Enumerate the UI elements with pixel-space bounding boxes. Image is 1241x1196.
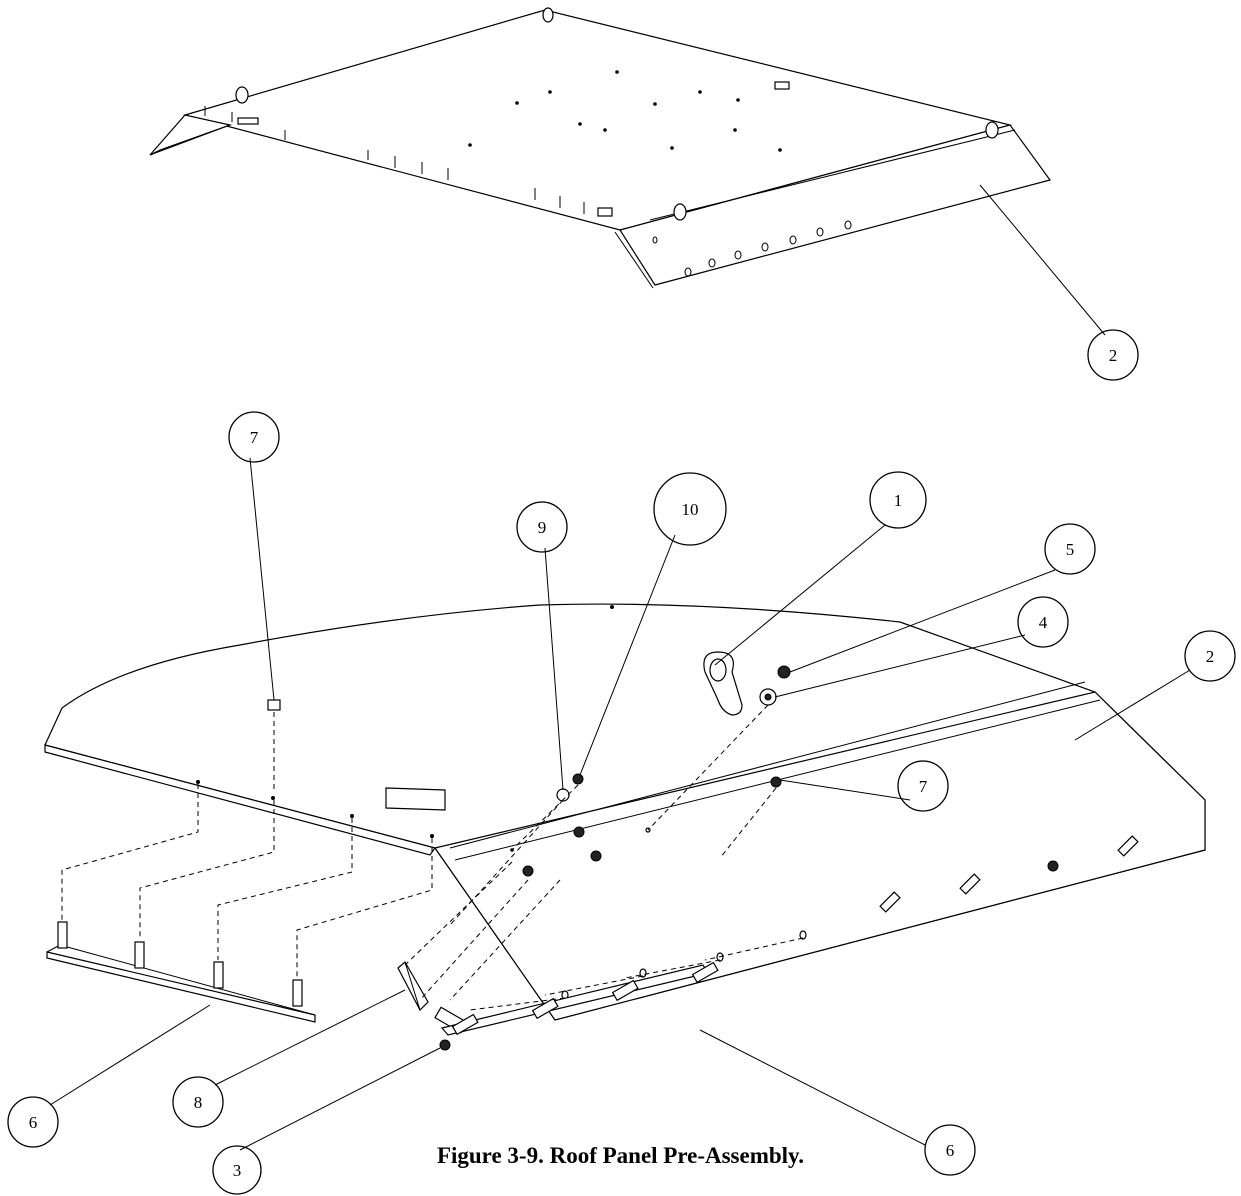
callout-3: 3 bbox=[212, 1145, 262, 1195]
callout-7-right: 7 bbox=[897, 760, 949, 812]
callout-1: 1 bbox=[869, 471, 927, 529]
callout-8: 8 bbox=[172, 1076, 224, 1128]
callout-2-right-label: 2 bbox=[1206, 647, 1215, 666]
callout-10: 10 bbox=[653, 472, 727, 546]
callout-1-label: 1 bbox=[894, 491, 903, 510]
callout-4: 4 bbox=[1017, 596, 1069, 648]
callout-6-left-label: 6 bbox=[29, 1113, 38, 1132]
callout-2-right: 2 bbox=[1184, 630, 1236, 682]
callout-9-label: 9 bbox=[538, 518, 547, 537]
callout-8-label: 8 bbox=[194, 1093, 203, 1112]
assembled-roof-panel bbox=[149, 7, 1106, 336]
leader-lines bbox=[49, 457, 1191, 1151]
exploded-roof-panel bbox=[44, 603, 1206, 1051]
callout-2-top-label: 2 bbox=[1109, 346, 1118, 365]
callout-7-right-label: 7 bbox=[919, 777, 928, 796]
callout-6-bottom: 6 bbox=[924, 1124, 976, 1176]
callout-7-left: 7 bbox=[228, 411, 280, 463]
callout-5: 5 bbox=[1044, 523, 1096, 575]
callout-10-label: 10 bbox=[682, 500, 699, 519]
figure-caption: Figure 3-9. Roof Panel Pre-Assembly. bbox=[436, 1143, 805, 1168]
callout-7-left-label: 7 bbox=[250, 428, 259, 447]
callout-9: 9 bbox=[516, 501, 568, 553]
callout-6-left: 6 bbox=[7, 1096, 59, 1148]
callout-2-top: 2 bbox=[1087, 329, 1139, 381]
callout-6-bottom-label: 6 bbox=[946, 1141, 955, 1160]
callout-4-label: 4 bbox=[1039, 613, 1048, 632]
callout-3-label: 3 bbox=[233, 1161, 242, 1180]
callout-5-label: 5 bbox=[1066, 540, 1075, 559]
